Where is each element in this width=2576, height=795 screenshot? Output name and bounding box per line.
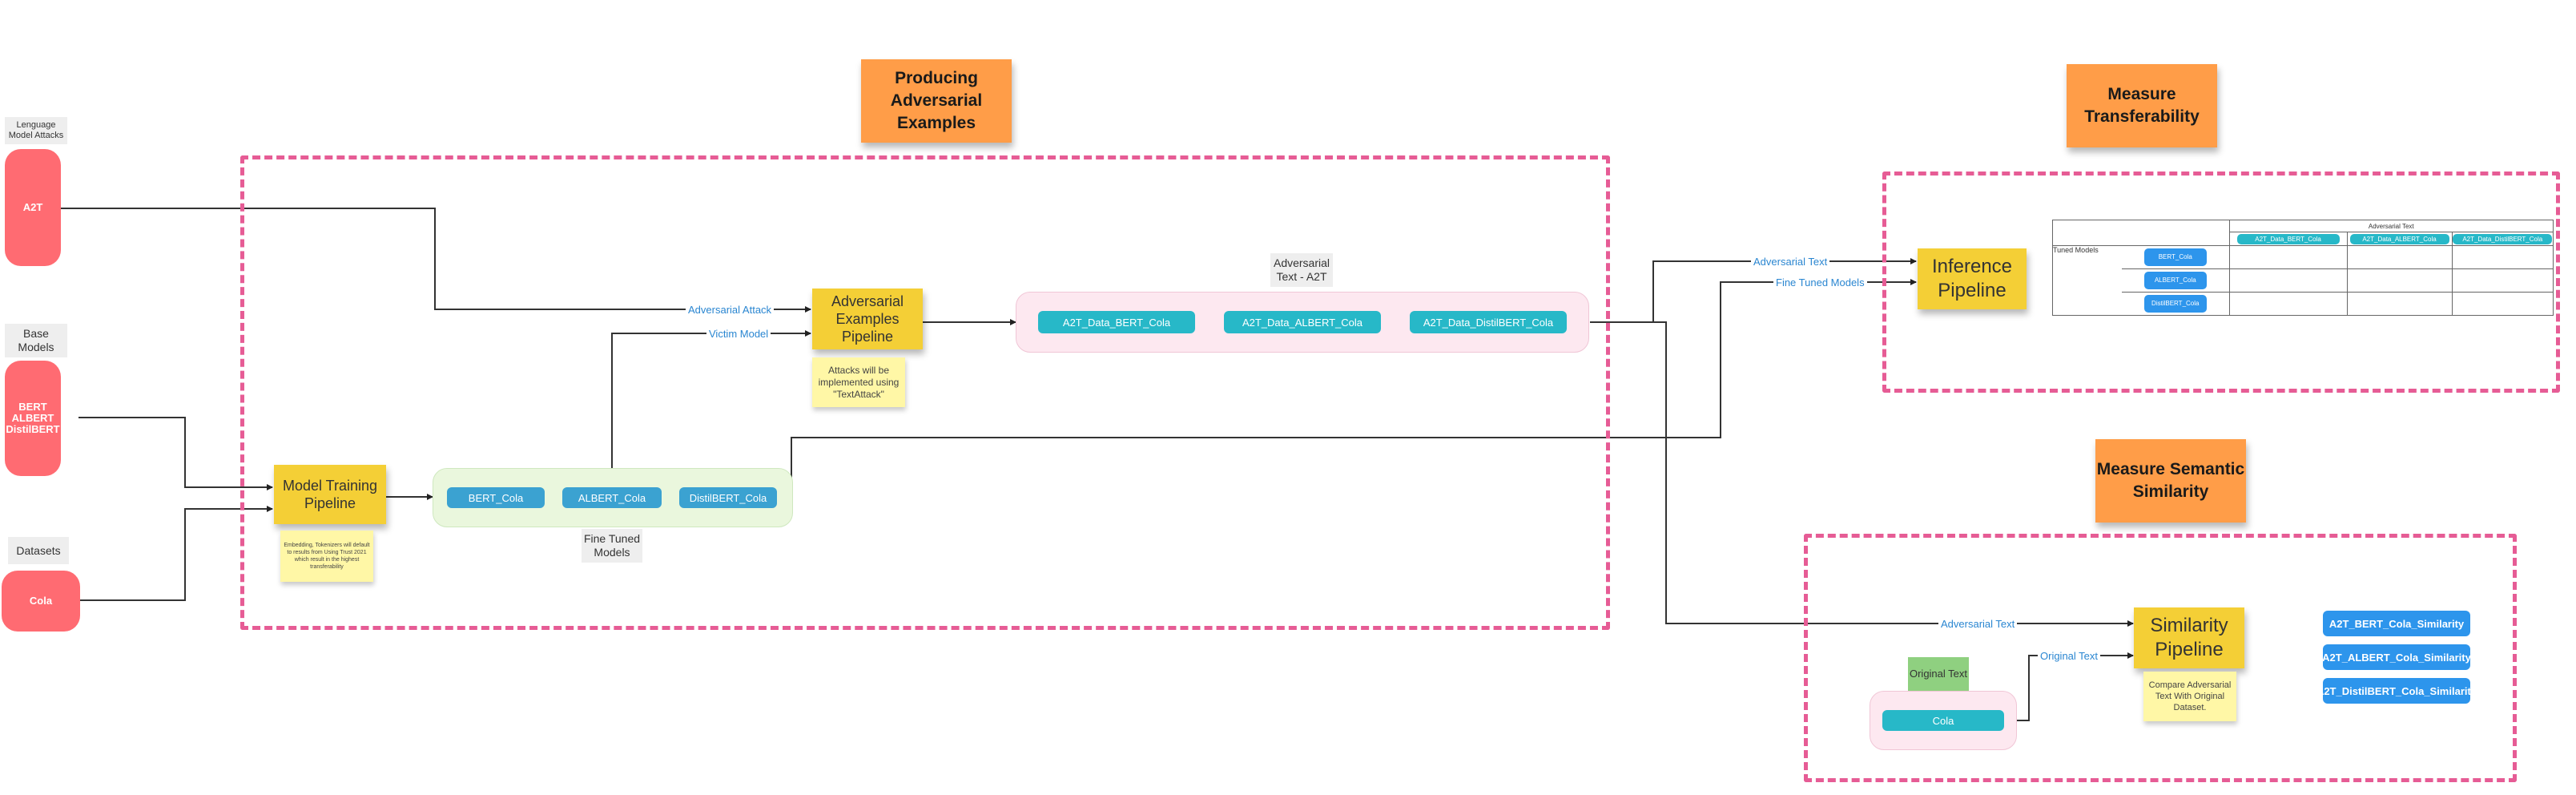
datasets-label: Datasets	[8, 537, 69, 564]
matrix-cell[interactable]	[2451, 268, 2554, 293]
similarity-frame	[1804, 534, 2517, 782]
fine-tuned-label: Fine Tuned Models	[582, 529, 642, 563]
matrix-col-header: A2T_Data_ALBERT_Cola	[2346, 232, 2453, 246]
matrix-cell[interactable]	[2228, 245, 2348, 269]
row-distilbert-cola: DistilBERT_Cola	[2143, 295, 2207, 313]
edge-a2t-to-adv-pipeline	[61, 208, 811, 313]
edge-datasets-to-training	[80, 506, 273, 601]
attacks-label: Lenguage Model Attacks	[5, 117, 67, 144]
adv-text-a2t-label: Adversarial Text - A2T	[1270, 253, 1333, 287]
adversarial-attack-edge-label: Adversarial Attack	[686, 304, 775, 316]
matrix-cell[interactable]	[2228, 268, 2348, 293]
matrix-row-label: DistilBERT_Cola	[2122, 292, 2230, 316]
base-model-distilbert: DistilBERT	[6, 423, 60, 435]
similarity-adv-text-edge-label: Adversarial Text	[1938, 618, 2018, 630]
similarity-pipeline[interactable]: Similarity Pipeline	[2134, 607, 2244, 668]
model-training-pipeline[interactable]: Model Training Pipeline	[274, 465, 386, 524]
matrix-cell[interactable]	[2451, 292, 2554, 316]
col-a2t-data-albert-cola: A2T_Data_ALBERT_Cola	[2349, 233, 2449, 244]
inference-adv-text-edge-label: Adversarial Text	[1751, 256, 1830, 268]
distilbert-cola-model[interactable]: DistilBERT_Cola	[679, 487, 777, 508]
matrix-row-header: Tuned Models	[2052, 245, 2122, 316]
producing-title-note[interactable]: Producing Adversarial Examples	[861, 59, 1012, 143]
base-model-bert: BERT	[18, 401, 47, 413]
edge-adv-text-to-inference	[1590, 258, 1917, 323]
similarity-title-note[interactable]: Measure Semantic Similarity	[2095, 439, 2246, 523]
edge-base-to-training	[78, 417, 273, 490]
matrix-row-label: ALBERT_Cola	[2122, 268, 2230, 293]
a2t-distilbert-cola-similarity[interactable]: A2T_DistilBERT_Cola_Similarity	[2316, 678, 2477, 704]
cola-dataset-node[interactable]: Cola	[2, 571, 80, 632]
base-models-node[interactable]: BERT ALBERT DistilBERT	[5, 361, 61, 476]
base-model-albert: ALBERT	[11, 412, 54, 424]
edge-adv-text-to-similarity	[1590, 321, 2134, 627]
a2t-data-albert-cola[interactable]: A2T_Data_ALBERT_Cola	[1224, 311, 1381, 333]
matrix-cell[interactable]	[2451, 245, 2554, 269]
matrix-cell[interactable]	[2228, 292, 2348, 316]
transferability-title-note[interactable]: Measure Transferability	[2067, 64, 2217, 147]
adversarial-examples-pipeline[interactable]: Adversarial Examples Pipeline	[812, 289, 923, 349]
original-cola-node[interactable]: Cola	[1882, 710, 2004, 731]
base-models-label: Base Models	[5, 324, 67, 357]
row-bert-cola: BERT_Cola	[2143, 248, 2207, 266]
inference-fine-tuned-edge-label: Fine Tuned Models	[1773, 276, 1867, 289]
matrix-cell[interactable]	[2346, 292, 2453, 316]
col-a2t-data-distilbert-cola: A2T_Data_DistilBERT_Cola	[2453, 233, 2553, 244]
a2t-node[interactable]: A2T	[5, 149, 61, 266]
bert-cola-model[interactable]: BERT_Cola	[447, 487, 545, 508]
matrix-col-header: A2T_Data_BERT_Cola	[2228, 232, 2348, 246]
original-text-label: Original Text	[1908, 657, 1969, 691]
col-a2t-data-bert-cola: A2T_Data_BERT_Cola	[2236, 233, 2340, 244]
a2t-bert-cola-similarity[interactable]: A2T_BERT_Cola_Similarity	[2323, 611, 2470, 636]
matrix-cell[interactable]	[2346, 245, 2453, 269]
matrix-row-label: BERT_Cola	[2122, 245, 2230, 269]
a2t-data-bert-cola[interactable]: A2T_Data_BERT_Cola	[1038, 311, 1195, 333]
training-note[interactable]: Embedding, Tokenizers will default to re…	[280, 531, 373, 582]
albert-cola-model[interactable]: ALBERT_Cola	[562, 487, 662, 508]
producing-frame	[240, 155, 1610, 630]
matrix-top-header: Adversarial Text	[2228, 220, 2554, 232]
a2t-albert-cola-similarity[interactable]: A2T_ALBERT_Cola_Similarity	[2322, 644, 2471, 670]
matrix-col-header: A2T_Data_DistilBERT_Cola	[2451, 232, 2554, 246]
inference-pipeline[interactable]: Inference Pipeline	[1918, 248, 2027, 309]
a2t-data-distilbert-cola[interactable]: A2T_Data_DistilBERT_Cola	[1410, 311, 1567, 333]
matrix-cell[interactable]	[2346, 268, 2453, 293]
adv-pipeline-note[interactable]: Attacks will be implemented using "TextA…	[812, 357, 905, 407]
row-albert-cola: ALBERT_Cola	[2143, 272, 2207, 289]
transferability-frame	[1882, 172, 2560, 393]
victim-model-edge-label: Victim Model	[706, 328, 771, 340]
transferability-matrix: Adversarial Text A2T_Data_BERT_Cola A2T_…	[2052, 220, 2554, 316]
similarity-original-text-edge-label: Original Text	[2038, 650, 2101, 662]
similarity-note[interactable]: Compare Adversarial Text With Original D…	[2143, 672, 2236, 721]
matrix-corner	[2052, 220, 2230, 246]
